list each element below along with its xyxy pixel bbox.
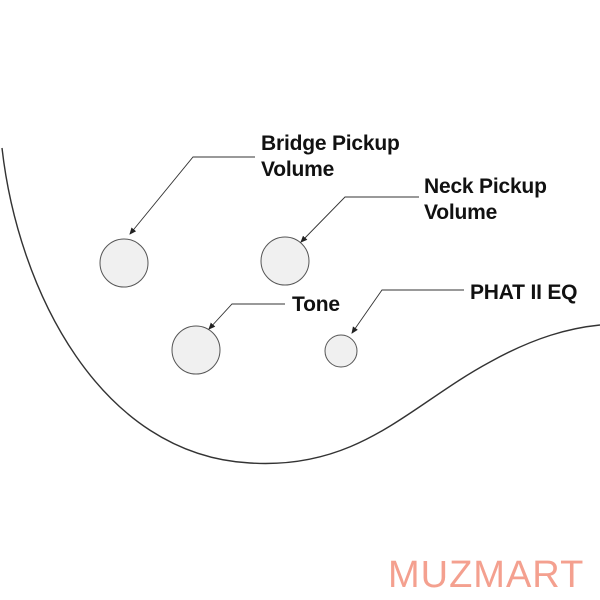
neck-label-line2: Volume <box>424 201 498 224</box>
tone-label: Tone <box>292 292 340 318</box>
phat-eq-label: PHAT II EQ <box>470 280 577 306</box>
guitar-body-outline <box>1 147 600 465</box>
tone-knob <box>171 325 221 375</box>
bridge-pickup-volume-knob <box>99 238 149 288</box>
bridge-label-line2: Volume <box>261 158 335 181</box>
phat-label-text: PHAT II EQ <box>470 281 578 304</box>
muzmart-watermark: MUZMART <box>388 554 585 596</box>
bridge-pickup-volume-label: Bridge Pickup Volume <box>261 131 400 183</box>
bridge-leader-line <box>129 156 255 235</box>
neck-leader-line <box>300 196 419 243</box>
neck-pickup-volume-label: Neck Pickup Volume <box>424 174 547 226</box>
tone-label-text: Tone <box>292 293 340 316</box>
phat-eq-knob <box>324 334 358 368</box>
tone-leader-line <box>208 303 285 330</box>
neck-pickup-volume-knob <box>260 236 310 286</box>
neck-label-line1: Neck Pickup <box>424 175 547 198</box>
bridge-label-line1: Bridge Pickup <box>261 132 400 155</box>
phat-leader-line <box>351 289 464 334</box>
